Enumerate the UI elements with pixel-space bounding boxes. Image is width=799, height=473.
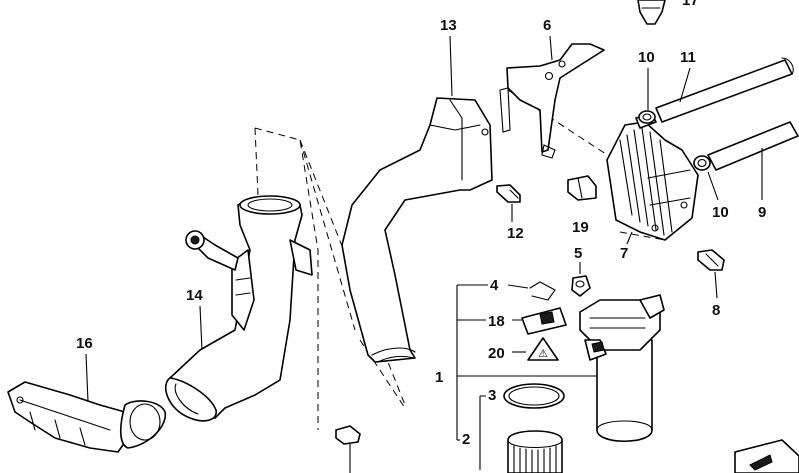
callout-12: 12 <box>507 225 524 242</box>
leader-3 <box>479 395 486 470</box>
leader-8 <box>714 271 718 299</box>
part-17-clip <box>637 0 666 25</box>
callout-20: 20 <box>488 345 505 362</box>
part-4-clip <box>529 281 556 301</box>
part-3-o-ring <box>503 383 565 409</box>
part-19-connector <box>567 175 597 201</box>
callout-16: 16 <box>76 335 93 352</box>
callout-6: 6 <box>543 17 551 34</box>
part-6-bracket <box>499 43 605 159</box>
part-8-bolt <box>697 249 725 271</box>
part-14-air-duct <box>165 195 313 422</box>
callout-1: 1 <box>435 369 443 386</box>
leader-1 <box>456 285 597 440</box>
part-13-air-duct <box>341 97 493 363</box>
callout-5: 5 <box>574 245 582 262</box>
leader-4 <box>457 284 529 289</box>
callout-13: 13 <box>440 17 457 34</box>
reference-badge-icon <box>734 439 799 473</box>
part-16-intake <box>7 381 166 453</box>
callout-10-upper: 10 <box>638 49 655 66</box>
part-1-dryer <box>579 294 665 443</box>
part-10-clamp-lower <box>693 155 711 171</box>
callout-9: 9 <box>758 204 766 221</box>
part-9-hose <box>707 121 799 171</box>
callout-2: 2 <box>462 431 470 448</box>
callout-17: 17 <box>682 0 699 9</box>
warning-label-symbol: ⚠ <box>538 347 548 360</box>
callout-11: 11 <box>680 49 696 66</box>
leader-11 <box>679 67 691 103</box>
leader-7 <box>626 231 633 245</box>
part-20-warning-label: ⚠ <box>527 337 559 361</box>
callout-7: 7 <box>620 245 628 262</box>
leader-13 <box>449 35 453 97</box>
callout-19: 19 <box>572 219 589 236</box>
callout-4: 4 <box>490 277 499 294</box>
part-18-plate <box>521 307 567 335</box>
callout-8: 8 <box>712 302 720 319</box>
leader-16 <box>85 353 89 403</box>
part-7-module <box>606 113 699 241</box>
callout-10-lower: 10 <box>712 204 729 221</box>
part-2-filter-element <box>507 430 563 473</box>
leader-10-lower <box>707 171 719 201</box>
callout-18: 18 <box>488 313 505 330</box>
part-12-bolt <box>496 184 521 203</box>
part-10-clamp-upper <box>638 110 656 124</box>
part-5-nut <box>571 275 591 297</box>
leader-14 <box>199 305 203 351</box>
callout-3: 3 <box>488 387 496 404</box>
leader-6 <box>549 35 553 61</box>
callout-14: 14 <box>186 287 203 304</box>
part-11-hose <box>655 57 794 123</box>
lower-bolt <box>335 425 361 473</box>
